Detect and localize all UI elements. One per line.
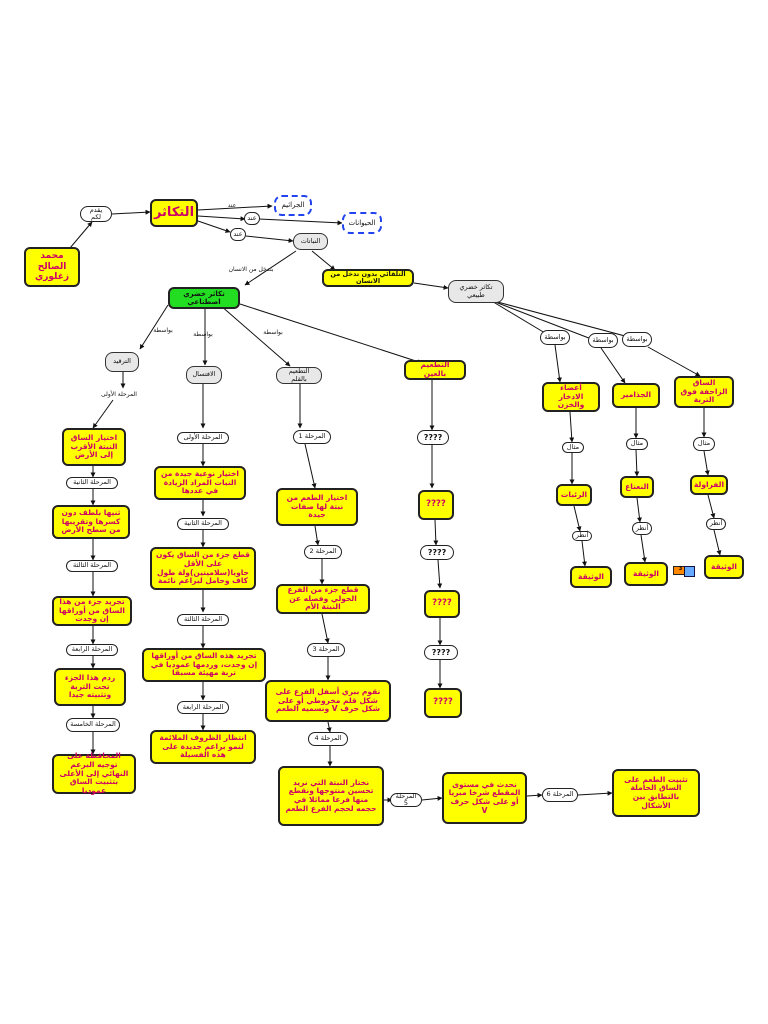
see-label-1: أنظر	[572, 531, 592, 541]
budding-step-1: ????	[417, 430, 449, 445]
cutting-step-label-3: المرحلة الثالثة	[177, 614, 229, 626]
presented-by-label: يقدم لكم	[80, 206, 112, 222]
grafting-step-4: نختار النبتة التي نريد تحسين منتوجها ونق…	[278, 766, 384, 826]
grafting-step-2: قطع جزء من الفرع الحولي وفصله عن النبتة …	[276, 584, 370, 614]
grafting-step-1: اختيار الطعم من نبتة لها صفات جيدة	[276, 488, 358, 526]
document-box-2: الوثيقة 3	[624, 562, 695, 586]
layering-step-label-5: المرحلة الخامسة	[66, 718, 120, 732]
example-label-1: مثال	[562, 442, 584, 453]
author-box: محمد الصالح زغلوري	[24, 247, 80, 287]
example-label-2: مثال	[626, 438, 648, 450]
layering-step-label-2: المرحلة الثانية	[66, 477, 118, 489]
grafting-step-label-4: المرحلة 4	[308, 732, 348, 746]
grafting-step-6: تثبيت الطعم على الساق الحاملة بالتطابق ب…	[612, 769, 700, 817]
budding-step-6: ????	[424, 688, 462, 718]
layering-step-5: المحافظة على توجيه البرعم النهائي إلى ال…	[52, 752, 136, 795]
via-label-6: بواسطة	[622, 332, 652, 347]
layering-step-label-4: المرحلة الرابعة	[66, 644, 118, 656]
via-label-1: بواسطة	[153, 326, 173, 334]
cutting-step-label-1: المرحلة الأولى	[177, 432, 229, 444]
without-human-box: التلقائي بدون تدخل من الانسان	[322, 269, 414, 287]
cutting-step-3: تجريد هذه الساق من أوراقها إن وجدت، وردم…	[142, 648, 266, 682]
budding-step-3: ????	[420, 545, 454, 560]
grafting-step-label-5: المرحلة 5	[390, 792, 422, 807]
connector-at-3: عند	[230, 228, 246, 241]
method-budding: التطعيم بالعين	[404, 360, 466, 380]
method-grafting: التطعيم بالقلم	[276, 367, 322, 384]
rhizome-box: الرئبات	[556, 484, 592, 506]
budding-step-5: ????	[424, 645, 458, 660]
connector-at-1: عند	[227, 201, 237, 209]
grafting-step-label-6: المرحلة 6	[542, 788, 578, 802]
cutting-step-label-2: المرحلة الثانية	[177, 518, 229, 530]
cutting-step-2: قطع جزء من الساق يكون على الأقل حاويا(سل…	[150, 547, 256, 590]
layering-step-4: ردم هذا الجزء تحت التربة وتثبيته جيدا	[54, 668, 126, 706]
budding-step-4: ????	[424, 590, 460, 618]
bacteria-box: الجراثيم	[274, 195, 312, 216]
artificial-reproduction-box: تكاثر خضري اصطناعي	[168, 287, 240, 309]
plants-box: النباتات	[293, 233, 328, 250]
budding-step-2: ????	[418, 490, 454, 520]
grafting-step-label-2: المرحلة 2	[304, 545, 342, 559]
document-label-2: الوثيقة	[633, 568, 659, 578]
example-label-3: مثال	[693, 437, 715, 451]
roots-box: الجذامير	[612, 383, 660, 408]
connector-at-2: عند	[244, 212, 260, 225]
natural-reproduction-box: تكاثر خضري طبيعي	[448, 280, 504, 303]
cutting-step-label-4: المرحلة الرابعة	[177, 701, 229, 714]
layering-step-2: ثنيها بلطف دون كسرها وتقريبها من سطح الأ…	[52, 505, 130, 539]
method-layering: الترقيد	[105, 352, 139, 372]
mint-box: النعناع	[620, 476, 654, 498]
layering-step-3: تجريد جزء من هذا الساق من أوراقها إن وجد…	[52, 596, 132, 626]
layering-step-label-1: المرحلة الأولى	[101, 390, 137, 398]
layering-step-label-3: المرحلة الثالثة	[66, 560, 118, 572]
with-human-label: بتدخل من الانسان	[228, 265, 274, 273]
grafting-step-5: نحدث في مستوى المقطع شرخا مبريا أو على ش…	[442, 772, 527, 824]
document-box-3: الوثيقة	[704, 555, 744, 579]
document-box-1: الوثيقة	[570, 566, 612, 588]
grafting-step-3: نقوم ببري أسفل الفرع على شكل قلم مخروطي …	[265, 680, 391, 722]
animals-box: الحيوانات	[342, 212, 382, 234]
via-label-4: بواسطة	[540, 330, 570, 345]
via-label-3: بواسطة	[263, 328, 283, 336]
strawberry-box: الفراولة	[690, 475, 728, 495]
creeping-stem-box: الساق الزاحفة فوق التربة	[674, 376, 734, 408]
grafting-step-label-3: المرحلة 3	[307, 643, 345, 657]
grafting-step-label-1: المرحلة 1	[293, 430, 331, 444]
title-box: التكاثر	[150, 199, 198, 227]
see-label-3: أنظر	[706, 518, 726, 530]
cutting-step-1: اختيار نوعية جيدة من النبات المراد الزيا…	[154, 466, 246, 500]
storage-organs-box: أعضاء الادخار والخزن	[542, 382, 600, 412]
via-label-5: بواسطة	[588, 333, 618, 348]
see-label-2: أنظر	[632, 522, 652, 535]
cutting-step-4: انتظار الظروف الملائمة لنمو براعم جديدة …	[150, 730, 256, 764]
method-cutting: الافتسال	[186, 366, 222, 384]
layering-step-1: اختيار الساق النبتة الأقرب إلى الأرض	[62, 428, 126, 466]
smiley-icon	[684, 566, 695, 577]
via-label-2: بواسطة	[193, 330, 213, 338]
